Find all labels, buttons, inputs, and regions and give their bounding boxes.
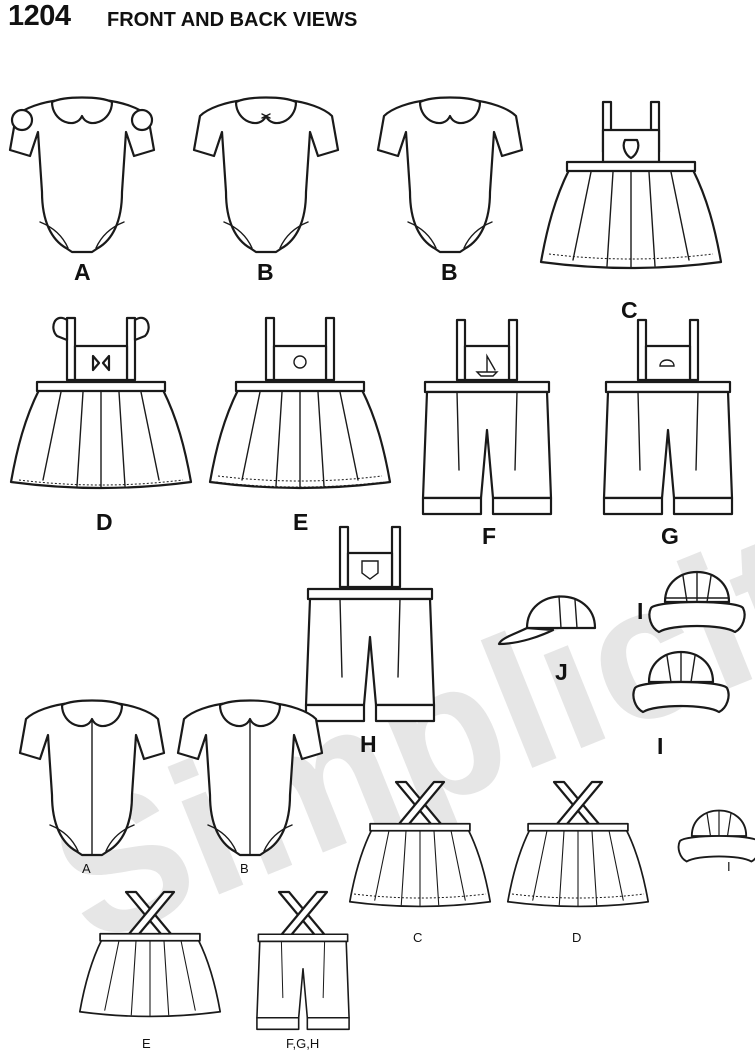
bodysuit-a-front [8,96,156,254]
label-h: H [360,731,377,757]
jumper-e-front [208,316,392,490]
bodysuit-b-front [192,96,340,254]
page-title: FRONT AND BACK VIEWS [107,9,358,31]
jumper-c-back [348,780,492,908]
shortall-g-front [602,318,734,516]
shortall-f-front [421,318,553,516]
hat-i-back [677,809,755,863]
shortall-h-front [304,525,436,723]
bodysuit-a-back [18,699,166,857]
label-j: J [555,659,568,685]
jumper-d-back [506,780,650,908]
back-label-d: D [572,930,581,945]
back-label-i: I [727,859,731,874]
label-a: A [74,259,91,285]
pattern-number: 1204 [8,0,71,32]
back-label-c: C [413,930,422,945]
back-label-fgh: F,G,H [286,1036,319,1051]
label-i: I [637,598,643,624]
jumper-d-front [9,316,193,490]
bodysuit-b-front-2 [376,96,524,254]
back-label-a: A [82,861,91,876]
label-g: G [661,523,679,549]
jumper-c-front [539,100,723,270]
bodysuit-b-back [176,699,324,857]
label-c: C [621,297,638,323]
label-f: F [482,523,496,549]
label-e: E [293,509,308,535]
label-i-2: I [657,733,663,759]
label-b: B [257,259,274,285]
back-label-e: E [142,1036,151,1051]
back-label-b: B [240,861,249,876]
hat-i-front [648,570,746,634]
label-b-2: B [441,259,458,285]
label-d: D [96,509,113,535]
